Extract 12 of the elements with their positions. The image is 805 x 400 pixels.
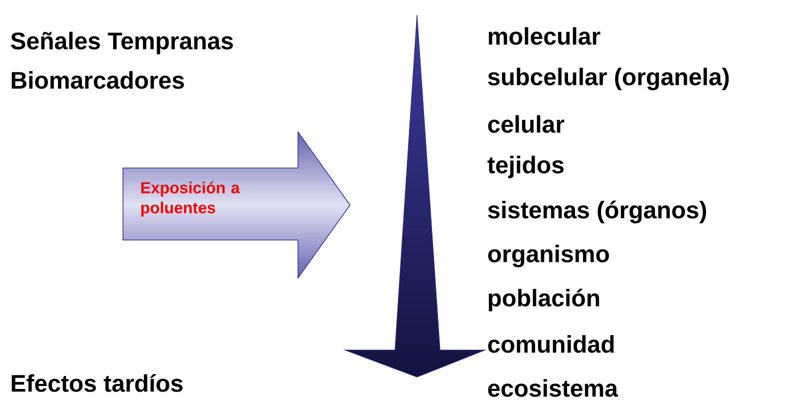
level-label: subcelular (organela): [488, 68, 729, 90]
level-label: población: [488, 288, 600, 312]
level-label: sistemas (órganos): [488, 200, 706, 224]
level-label: Efectos tardíos: [12, 374, 183, 392]
level-label: Señales Tempranas: [10, 32, 233, 54]
level-label: tejidos: [488, 156, 564, 178]
level-label: comunidad: [488, 335, 614, 353]
level-label: celular: [488, 115, 564, 133]
level-label: ecosistema: [488, 379, 618, 397]
level-label: molecular: [488, 27, 600, 45]
level-label: organismo: [488, 244, 609, 268]
level-label: Biomarcadores: [12, 71, 184, 89]
